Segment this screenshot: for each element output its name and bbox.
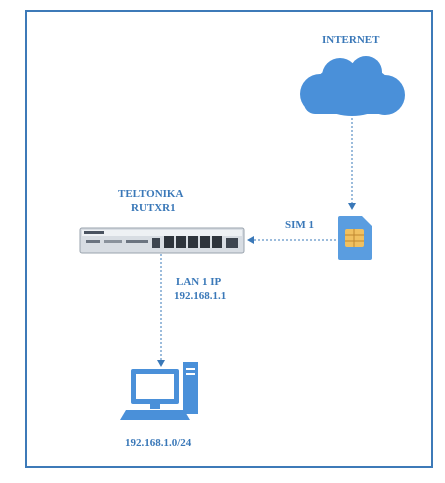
router-icon [79,227,245,254]
router-model-label: RUTXR1 [131,202,176,214]
subnet-label: 192.168.1.0/24 [125,437,192,449]
internet-label: INTERNET [322,34,380,46]
internet-sim-link [348,118,356,210]
lan-label: LAN 1 IP [176,276,222,288]
sim-router-link [247,236,336,244]
sim-card-icon [338,216,372,260]
lan-ip-label: 192.168.1.1 [174,290,227,302]
router-client-link [157,254,165,367]
computer-icon [120,362,198,420]
sim-label: SIM 1 [285,219,315,231]
cloud-icon [300,56,405,116]
router-brand-label: TELTONIKA [118,188,184,200]
